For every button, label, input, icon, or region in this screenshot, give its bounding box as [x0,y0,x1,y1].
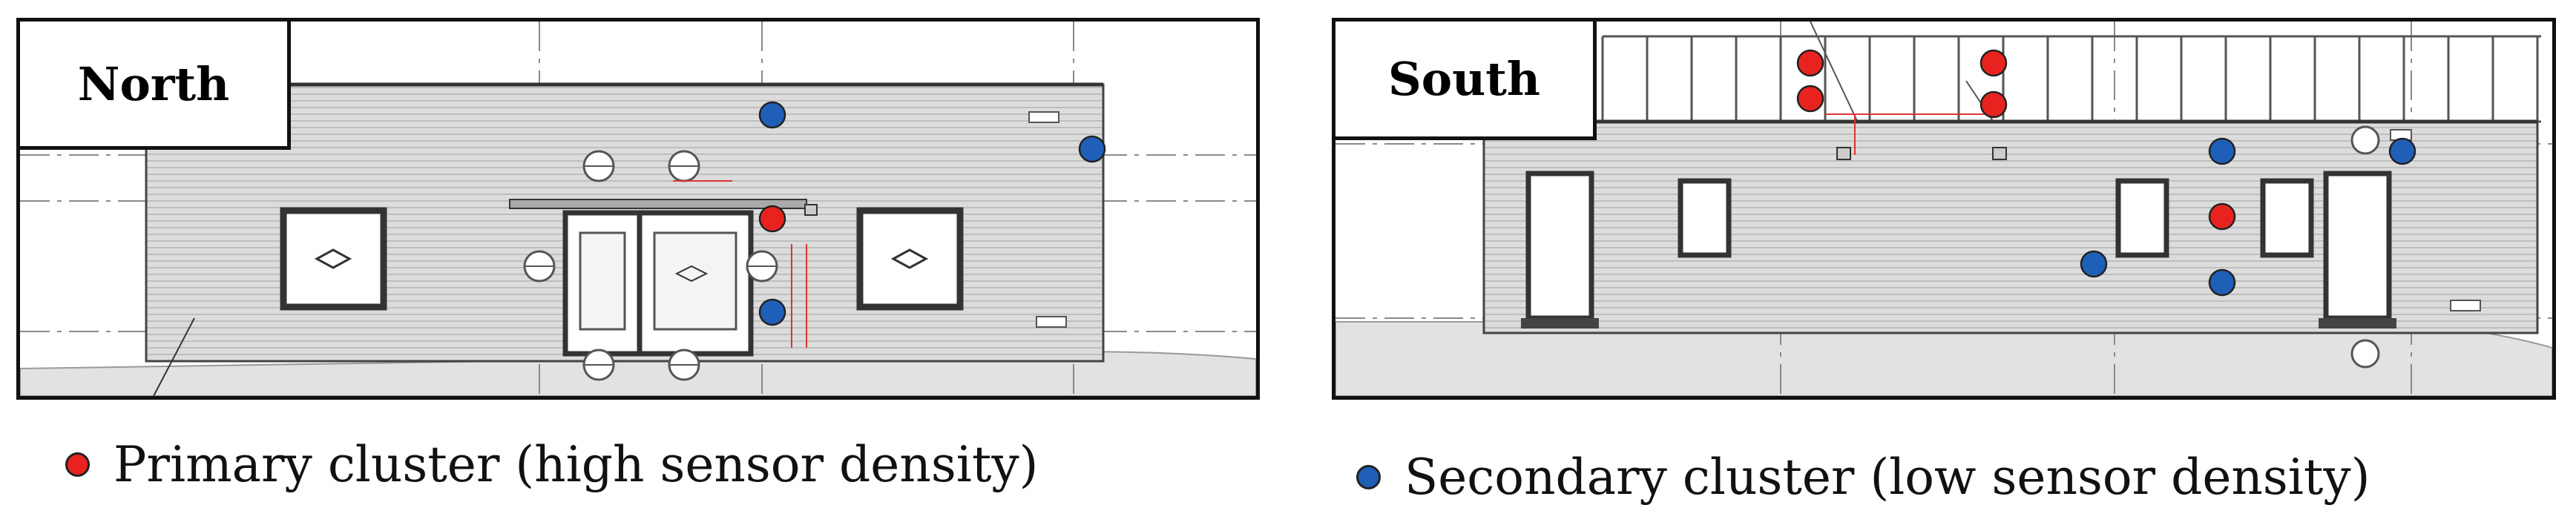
primary-cluster-dot [1796,85,1824,113]
primary-cluster-legend-dot [65,452,90,477]
north-window-right [856,207,964,311]
south-doors [1521,171,2396,329]
secondary-cluster-legend-dot [1356,465,1381,489]
north-elevation-drawing [20,22,1256,396]
primary-cluster-dot [1979,90,2008,119]
legend-primary-label: Primary cluster (high sensor density) [114,436,1039,493]
legend-secondary: Secondary cluster (low sensor density) [1356,449,2370,506]
roof-railing [1601,35,2541,123]
secondary-cluster-dot [2208,268,2236,297]
primary-cluster-dot [1979,49,2008,77]
north-window-left [280,207,387,311]
secondary-cluster-dot [2080,250,2108,278]
legend-primary: Primary cluster (high sensor density) [65,436,1038,493]
secondary-cluster-dot [2208,137,2236,165]
south-elevation-drawing [1335,22,2552,396]
secondary-cluster-dot [1078,135,1106,163]
north-doors [562,210,754,357]
south-elevation-panel: South [1332,18,2556,400]
secondary-cluster-dot [758,298,786,326]
primary-cluster-dot [1796,49,1824,77]
legend-secondary-label: Secondary cluster (low sensor density) [1404,449,2370,506]
secondary-cluster-dot [2388,137,2416,165]
primary-cluster-dot [2208,202,2236,231]
north-elevation-panel: North [16,18,1260,400]
north-label: North [20,22,291,150]
secondary-cluster-dot [758,101,786,129]
primary-cluster-dot [758,205,786,233]
south-label: South [1335,22,1597,140]
